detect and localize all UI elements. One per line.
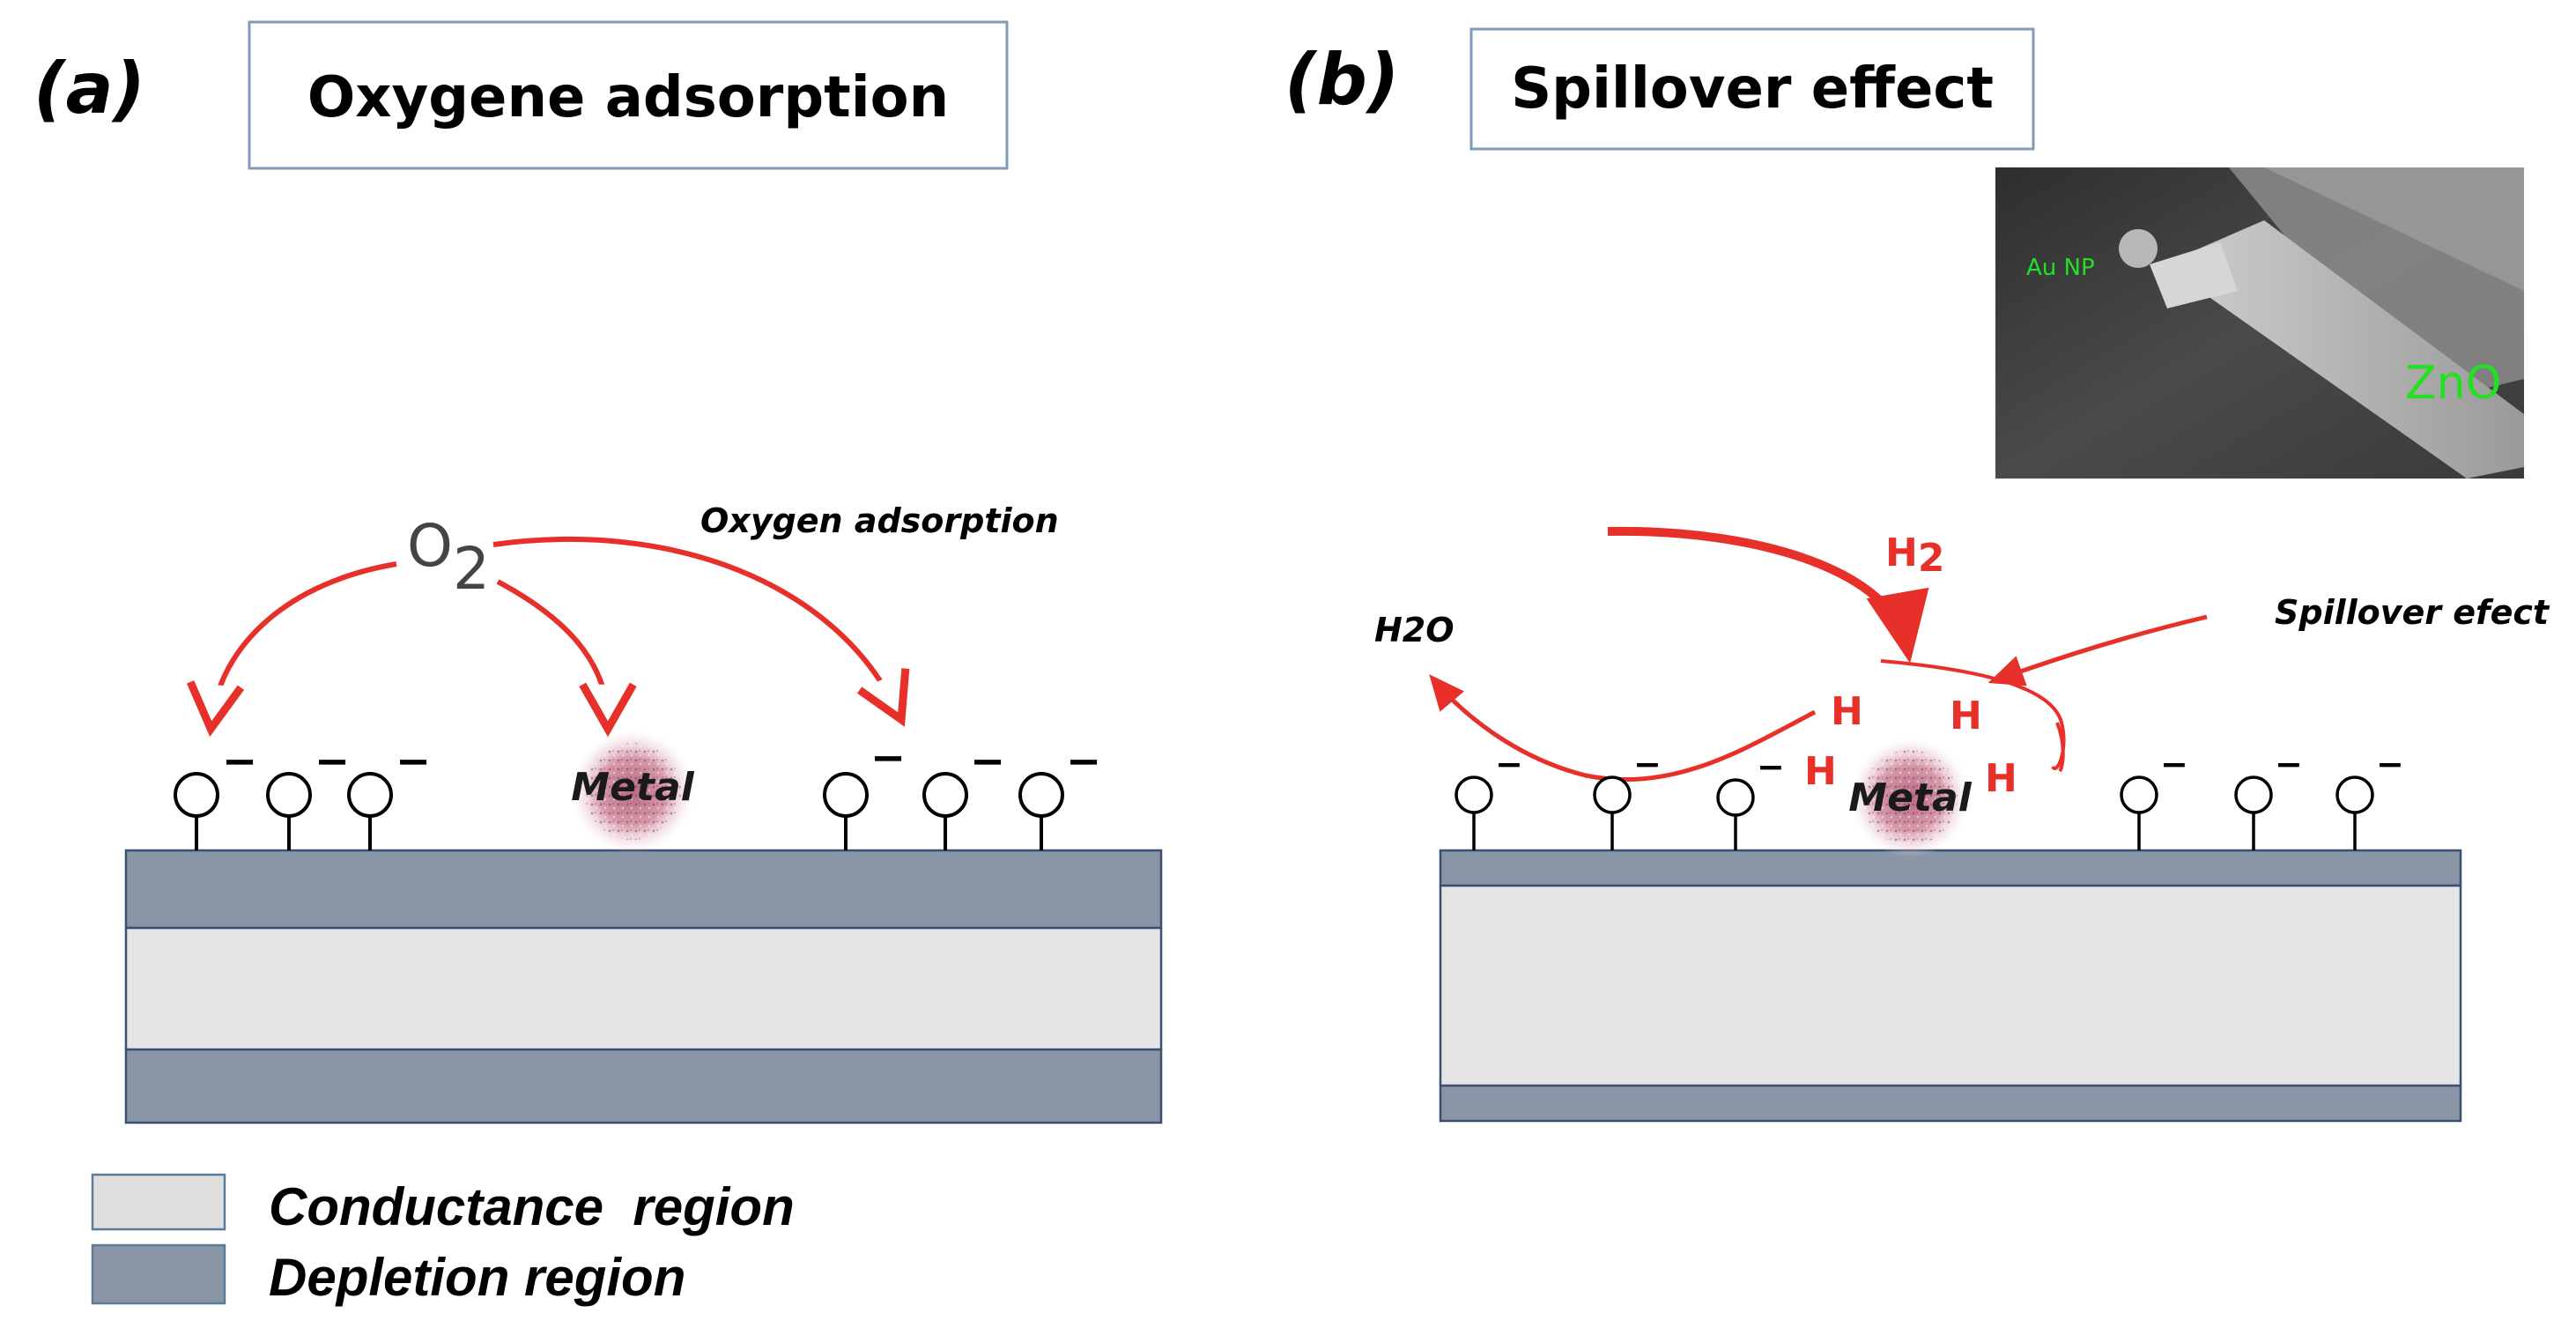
charge-sign: − bbox=[1757, 747, 1785, 786]
charge-sign: − bbox=[1066, 737, 1101, 786]
arrow-spillover-pointer bbox=[1988, 614, 2208, 686]
panel-a-letter: (a) bbox=[33, 48, 145, 130]
panel-a-title-box bbox=[248, 20, 1009, 170]
charge-sign: − bbox=[1495, 745, 1523, 783]
panel-b-depletion-top bbox=[1439, 849, 2462, 887]
panel-b-title: Spillover effect bbox=[1511, 56, 1994, 122]
adsorbed-oxygen-ion: − bbox=[2234, 745, 2303, 850]
adsorbed-oxygen-ion: − bbox=[174, 737, 257, 850]
h-atom-label: H bbox=[1950, 694, 1982, 738]
panel-a-depletion-bottom bbox=[124, 1048, 1163, 1124]
adsorbed-oxygen-ion: − bbox=[922, 737, 1005, 850]
arrow-o2-to-left bbox=[187, 561, 397, 738]
adsorbed-oxygen-ion: − bbox=[823, 733, 906, 850]
panel-b-adsorbed-oxygen: − − − − − − bbox=[1455, 745, 2404, 850]
legend: Conductance region Depletion region bbox=[91, 1173, 795, 1307]
panel-b-metal-particle: Metal bbox=[1848, 738, 1973, 857]
panel-b-conductance bbox=[1439, 884, 2462, 1087]
h-atom-label: H bbox=[1804, 749, 1837, 794]
adsorbed-oxygen-ion: − bbox=[1593, 745, 1662, 850]
legend-swatch-depletion bbox=[91, 1243, 226, 1305]
legend-swatch-conductance bbox=[91, 1173, 226, 1231]
charge-sign: − bbox=[870, 733, 906, 783]
panel-a-adsorbed-oxygen: − − − − − − bbox=[174, 733, 1101, 850]
adsorbed-oxygen-ion: − bbox=[347, 737, 431, 850]
oxygen-adsorption-annotation: Oxygen adsorption bbox=[700, 501, 1059, 540]
panel-b-depletion-bottom bbox=[1439, 1084, 2462, 1123]
charge-sign: − bbox=[396, 737, 431, 786]
panel-b-title-box bbox=[1469, 27, 2035, 151]
arrow-h-to-h2o bbox=[1429, 674, 1817, 782]
sem-label-zno: ZnO bbox=[2405, 357, 2502, 410]
panel-a: (a) Oxygene adsorption O2 Oxygen adsorpt… bbox=[33, 20, 1163, 1124]
charge-sign: − bbox=[1633, 745, 1662, 783]
panel-b: (b) Spillover effect Au NP ZnO H2 Spillo… bbox=[1284, 27, 2550, 1123]
adsorbed-oxygen-ion: − bbox=[1018, 737, 1101, 850]
h2o-label: H2O bbox=[1374, 611, 1455, 649]
h-atom-label: H bbox=[1985, 756, 2017, 801]
charge-sign: − bbox=[2275, 745, 2303, 783]
charge-sign: − bbox=[970, 737, 1005, 786]
legend-label-depletion: Depletion region bbox=[269, 1248, 685, 1307]
adsorbed-oxygen-ion: − bbox=[1716, 747, 1785, 850]
o2-molecule-label: O2 bbox=[407, 512, 490, 603]
panel-a-conductance bbox=[124, 926, 1163, 1051]
h-atom-label: H bbox=[1831, 689, 1863, 734]
spillover-curve bbox=[1880, 659, 2066, 770]
h2-molecule-label: H2 bbox=[1885, 531, 1944, 581]
charge-sign: − bbox=[2160, 745, 2188, 783]
sem-image-inset: Au NP ZnO bbox=[1995, 167, 2524, 479]
adsorbed-oxygen-ion: − bbox=[266, 737, 350, 850]
legend-label-conductance: Conductance region bbox=[269, 1177, 795, 1236]
charge-sign: − bbox=[2376, 745, 2404, 783]
panel-a-depletion-top bbox=[124, 849, 1163, 930]
panel-a-metal-particle: Metal bbox=[571, 730, 695, 853]
au-nanoparticle bbox=[2119, 229, 2158, 268]
charge-sign: − bbox=[222, 737, 257, 786]
panel-a-title: Oxygene adsorption bbox=[307, 65, 949, 130]
charge-sign: − bbox=[315, 737, 350, 786]
arrow-h2-incoming bbox=[1607, 526, 1929, 664]
arrow-o2-to-right bbox=[492, 537, 910, 727]
spillover-curve-tail bbox=[2055, 722, 2065, 773]
spillover-effect-annotation: Spillover efect bbox=[2275, 593, 2550, 632]
panel-b-letter: (b) bbox=[1284, 39, 1399, 121]
arrow-o2-to-metal bbox=[496, 579, 637, 738]
adsorbed-oxygen-ion: − bbox=[1455, 745, 1523, 850]
sem-label-au-np: Au NP bbox=[2026, 255, 2095, 281]
panel-a-metal-label: Metal bbox=[571, 765, 694, 810]
adsorbed-oxygen-ion: − bbox=[2335, 745, 2404, 850]
adsorbed-oxygen-ion: − bbox=[2120, 745, 2188, 850]
panel-b-metal-label: Metal bbox=[1848, 775, 1972, 820]
